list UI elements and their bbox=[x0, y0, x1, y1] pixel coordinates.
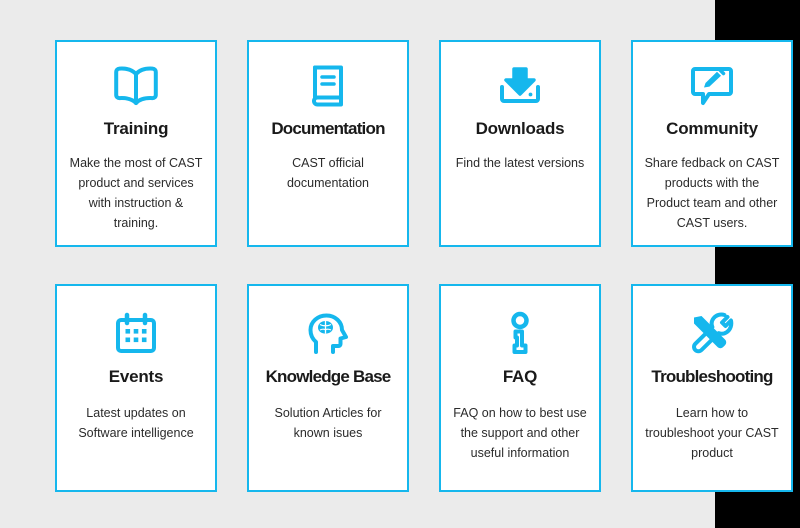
card-description: Find the latest versions bbox=[455, 155, 585, 170]
download-tray-icon bbox=[496, 58, 544, 114]
card-title: FAQ bbox=[502, 367, 538, 386]
card-downloads[interactable]: Downloads Find the latest versions bbox=[439, 40, 601, 247]
screwdriver-wrench-icon bbox=[689, 306, 735, 362]
card-description: Solution Articles for known isues bbox=[274, 405, 382, 440]
card-description: Learn how to troubleshoot your CAST prod… bbox=[645, 405, 779, 460]
card-description: Share fedback on CAST products with the … bbox=[644, 155, 780, 230]
speech-bubble-pencil-icon bbox=[689, 58, 735, 114]
card-documentation[interactable]: Documentation CAST official documentatio… bbox=[247, 40, 409, 247]
card-title: Troubleshooting bbox=[651, 367, 773, 386]
card-title: Community bbox=[666, 119, 758, 138]
resource-card-grid: Training Make the most of CAST product a… bbox=[55, 40, 800, 492]
card-description: Latest updates on Software intelligence bbox=[78, 405, 194, 440]
card-title: Knowledge Base bbox=[265, 367, 392, 386]
open-book-icon bbox=[112, 58, 160, 114]
book-document-icon bbox=[307, 58, 349, 114]
card-title: Documentation bbox=[271, 119, 385, 138]
card-title: Downloads bbox=[475, 119, 565, 138]
card-title: Events bbox=[108, 367, 164, 386]
card-troubleshooting[interactable]: Troubleshooting Learn how to troubleshoo… bbox=[631, 284, 793, 492]
card-knowledge-base[interactable]: Knowledge Base Solution Articles for kno… bbox=[247, 284, 409, 492]
card-description: Make the most of CAST product and servic… bbox=[69, 155, 203, 230]
card-community[interactable]: Community Share fedback on CAST products… bbox=[631, 40, 793, 247]
head-brain-icon bbox=[305, 306, 351, 362]
card-training[interactable]: Training Make the most of CAST product a… bbox=[55, 40, 217, 247]
card-faq[interactable]: FAQ FAQ on how to best use the support a… bbox=[439, 284, 601, 492]
card-description: CAST official documentation bbox=[286, 155, 369, 190]
card-title: Training bbox=[103, 119, 169, 138]
info-icon bbox=[505, 306, 535, 362]
card-description: FAQ on how to best use the support and o… bbox=[453, 405, 587, 460]
card-events[interactable]: Events Latest updates on Software intell… bbox=[55, 284, 217, 492]
calendar-icon bbox=[114, 306, 158, 362]
